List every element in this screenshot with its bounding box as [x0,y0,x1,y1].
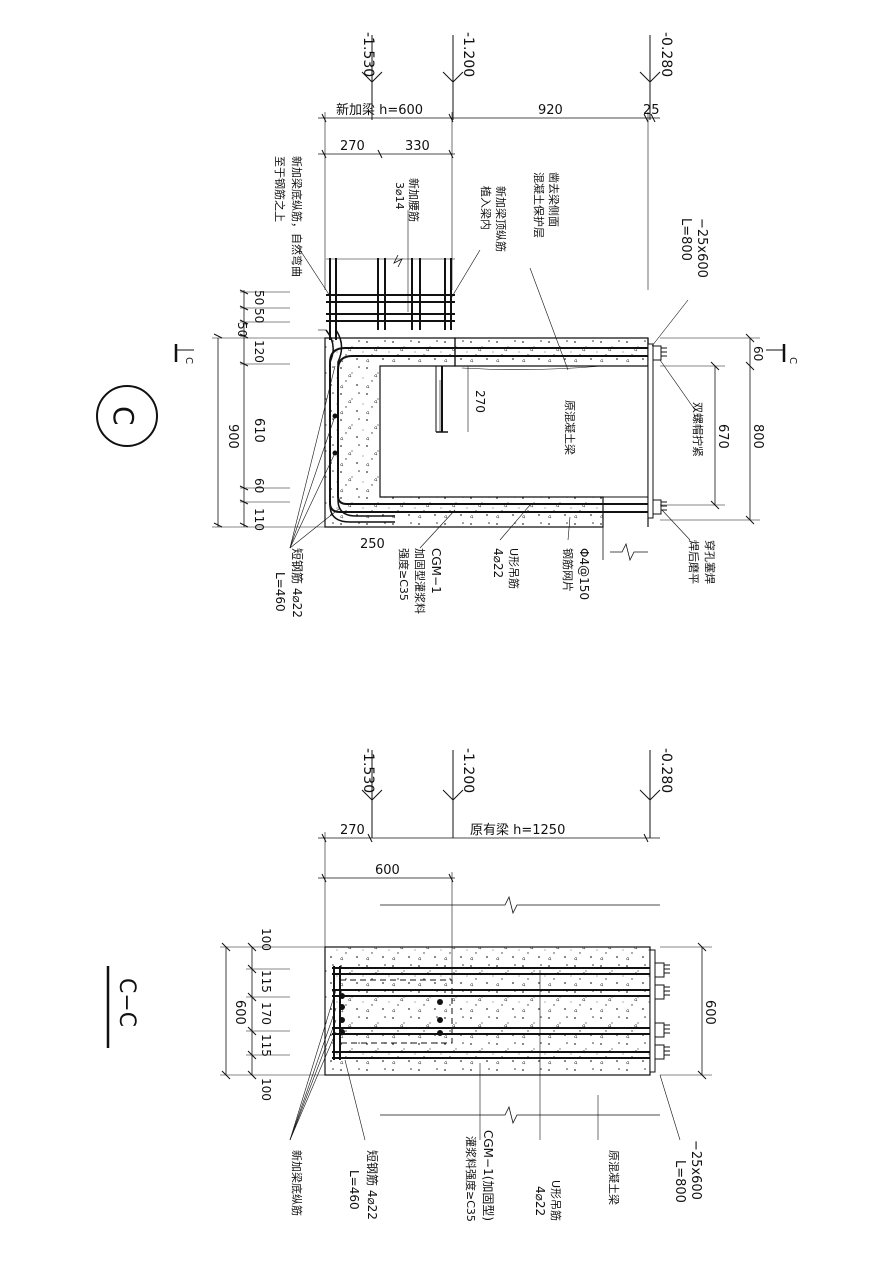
dim-60: 60 [252,478,266,493]
elev-label: -1.200 [460,748,476,793]
section-labels: 新加梁底纵筋 短钢筋 4⌀22 L=460 CGM−1(加固型) 灌浆料强度≥C… [290,1130,703,1222]
dim-l600: 600 [232,1000,247,1025]
dim-50b: 50 [252,308,266,323]
elev-label: -0.280 [658,32,674,77]
dim-r800: 800 [750,424,765,449]
detail-marker: C [96,385,158,447]
dim-cc-270: 270 [340,823,365,838]
label-bottom-bars-2: 至于钢筋之上 [273,156,287,222]
label-cc-orig-concrete: 原混凝土梁 [607,1150,621,1205]
label-cc-plate: −25x600 [688,1140,703,1200]
elevation-markers-top: -1.530 -1.200 -0.280 [360,32,674,120]
dim-920: 920 [538,103,563,118]
section-cut-markers: C C [174,344,798,364]
elevation-markers-bottom: -1.530 -1.200 -0.280 [360,748,674,838]
cut-mark-left: C [183,357,194,364]
dim-new-beam: 新加梁 h=600 [336,102,423,118]
dim-270: 270 [340,139,365,154]
dim-l115a: 115 [259,970,273,993]
section-leaders [289,970,681,1141]
elev-label: -0.280 [658,748,674,793]
label-waist-bars: 新加腰筋 [407,178,421,222]
label-anchor: 短钢筋 4⌀22 [290,548,305,618]
label-cc-u-bar: U形吊筋 [549,1180,563,1221]
label-new-bottom-bars: 新加梁底纵筋 [290,1150,304,1216]
dim-50a: 50 [252,290,266,305]
dim-110: 110 [252,508,266,531]
section-cc: -1.530 -1.200 -0.280 270 原有梁 h=1250 600 [106,748,717,1222]
label-stirrup-2: 钢筋网片 [561,548,575,592]
dim-l100b: 100 [259,1078,273,1101]
label-double-nut: 双螺帽拧紧 [691,402,705,457]
label-through-hole: 穿孔塞焊 [703,540,717,584]
dim-120: 120 [252,340,266,363]
label-u-bar: U形吊筋 [507,548,521,589]
label-cc-anchor: 短钢筋 4⌀22 [365,1150,380,1220]
steel-plate [647,343,667,519]
section-right-dims: 600 [660,942,717,1080]
detail-labels: 新加梁底纵筋，自然弯曲 至于钢筋之上 新加腰筋 3⌀14 新加梁顶纵筋 植入梁内… [273,156,717,618]
dim-330: 330 [405,139,430,154]
section-body [324,946,651,1076]
label-cc-anchor-len: L=460 [347,1170,361,1210]
dim-r60: 60 [751,346,765,361]
elev-label: -1.530 [360,32,376,77]
section-plate [649,949,670,1073]
new-beam-bars [318,254,455,340]
label-top-bars-2: 植入梁内 [479,186,493,230]
dim-l100a: 100 [259,928,273,951]
dim-r600: 600 [702,1000,717,1025]
label-top-bars: 新加梁顶纵筋 [494,186,508,252]
label-remove-cover: 凿去梁侧面 [547,172,561,227]
dim-610: 610 [251,418,266,443]
label-bottom-bars: 新加梁底纵筋，自然弯曲 [290,156,304,277]
elev-label: -1.200 [460,32,476,77]
left-dimensions: 50 50 50 120 900 610 60 110 250 270 [212,289,487,552]
dim-25: 25 [643,103,660,118]
dim-r670: 670 [715,424,730,449]
label-remove-cover-2: 混凝土保护层 [532,172,546,238]
label-cc-plate-len: L=800 [672,1160,687,1203]
label-stirrup: Φ4@150 [577,548,591,600]
dim-orig-beam: 原有梁 h=1250 [470,823,565,838]
top-dimensions: 新加梁 h=600 920 25 270 330 [318,102,660,290]
detail-c: -1.530 -1.200 -0.280 新加梁 h=600 920 25 27… [96,32,798,618]
leader-lines [289,210,696,549]
label-u-bar-2: 4⌀22 [491,548,505,578]
label-cgm: CGM−1 [429,548,443,594]
label-plate: −25x600 [694,218,709,278]
concrete-jacket [324,337,649,562]
label-cgm-2: 加固型灌浆料 [413,548,427,614]
dim-cc-600: 600 [375,863,400,878]
label-anchor-len: L=460 [273,572,287,612]
section-title: C−C [106,966,139,1048]
detail-marker-letter: C [107,406,140,426]
label-cgm-3: 强度≥C35 [397,548,411,601]
dim-250: 250 [360,537,385,552]
label-cc-u-bar-2: 4⌀22 [533,1186,547,1216]
label-orig-concrete: 原混凝土梁 [563,400,577,455]
dim-270b: 270 [473,390,487,413]
section-top-dims: 270 原有梁 h=1250 600 [318,823,660,1125]
section-left-dims: 100 115 170 115 100 600 [220,928,325,1101]
cut-mark-right: C [787,357,798,364]
dim-900: 900 [225,424,240,449]
dim-l115b: 115 [259,1034,273,1057]
right-dimensions: 60 670 800 [660,333,765,525]
label-cc-cgm: CGM−1(加固型) [481,1130,495,1221]
label-plate-len: L=800 [678,218,693,261]
label-through-hole-2: 焊后磨平 [687,540,701,584]
elev-label: -1.530 [360,748,376,793]
section-title-text: C−C [114,978,139,1027]
dim-50c: 50 [235,322,249,337]
label-cc-cgm-2: 灌浆料强度≥C35 [464,1136,478,1222]
dim-l170: 170 [259,1002,273,1025]
label-waist-bars-2: 3⌀14 [393,182,406,210]
